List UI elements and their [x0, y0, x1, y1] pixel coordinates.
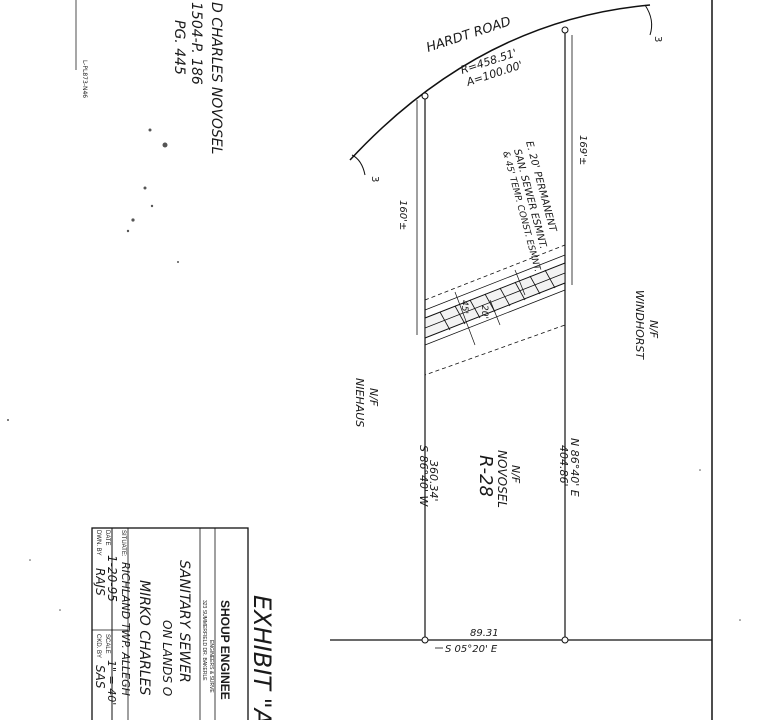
corner-marker	[421, 92, 429, 100]
hardt-road-curve	[349, 4, 651, 161]
temp-construction-easement	[424, 244, 566, 376]
grantor-line: D CHARLES NOVOSEL	[208, 2, 224, 154]
easement-20-label: 20'	[479, 305, 489, 319]
scale-value: 1" = 40'	[105, 660, 118, 705]
svg-text:N/F: N/F	[367, 388, 380, 407]
svg-text:N/F: N/F	[509, 465, 522, 484]
east-line-bearing: N 86°40' E	[568, 438, 581, 497]
road-end-tick-left	[351, 154, 366, 176]
svg-text:NOVOSEL: NOVOSEL	[495, 450, 509, 508]
parcel-label: N/F NOVOSEL R-28	[475, 450, 522, 508]
west-line-bearing: S 86°40' W	[417, 445, 430, 507]
checked-by-label: CKD. BY	[95, 634, 101, 658]
sheet-stamp: L-PL873-N46	[81, 60, 88, 98]
project-line-2: ON LANDS O	[160, 620, 174, 696]
scale-label: SCALE	[104, 634, 110, 654]
easement-note-leader	[514, 269, 526, 296]
owner-line: MIRKO CHARLES	[136, 580, 152, 695]
west-line-distance: 360.34'	[427, 460, 440, 502]
road-end-tick-right	[644, 4, 653, 36]
leader-45	[454, 291, 476, 346]
deed-reference: 1504-P. 186	[188, 2, 204, 85]
road-name: HARDT ROAD	[425, 14, 513, 55]
drawn-by-label: DWN. BY	[95, 530, 101, 556]
company-address: 323 SUMMERFIELD DR. BAKERLE	[201, 600, 207, 681]
west-neighbor: N/F NIEHAUS	[353, 378, 380, 427]
page-reference: PG. 445	[171, 20, 187, 75]
leader-20	[489, 299, 501, 326]
svg-text:N/F: N/F	[647, 320, 660, 339]
base-line-distance: 89.31	[470, 628, 499, 639]
east-line-distance: 404.86'	[557, 445, 570, 487]
drawn-by-value: RAJS	[93, 568, 107, 596]
svg-text:NIEHAUS: NIEHAUS	[353, 378, 366, 427]
east-neighbor: N/F WINDHORST	[633, 290, 660, 360]
title-block: SHOUP ENGINEE ENGINEERS & SURVE 323 SUMM…	[91, 527, 249, 720]
section-mark-right: 3	[652, 36, 663, 42]
left-offset-label: 160'±	[397, 200, 408, 230]
right-offset-label: 169'±	[577, 135, 588, 165]
section-mark-left: 3	[369, 176, 380, 182]
svg-text:WINDHORST: WINDHORST	[633, 290, 646, 360]
situate-label: SITUATE:	[120, 530, 126, 557]
company-name: SHOUP ENGINEE	[218, 600, 232, 700]
company-subtitle: ENGINEERS & SURVE	[208, 640, 214, 693]
project-line-1: SANITARY SEWER	[176, 560, 192, 683]
sewer-easement: 45' 20'	[424, 244, 566, 376]
situate-value: RICHLAND TWP. ALLEGH	[119, 562, 132, 696]
scan-noise	[7, 128, 741, 621]
easement-45-label: 45'	[459, 300, 469, 314]
easement-hatching	[424, 254, 566, 346]
easement-note: E. 20' PERMANENT SAN. SEWER ESMNT. & 45'…	[500, 140, 558, 273]
checked-by-value: SAS	[93, 665, 107, 689]
date-value: 1-20-95	[105, 555, 119, 602]
exhibit-label: EXHIBIT "A"	[248, 595, 276, 720]
corner-marker	[421, 636, 429, 644]
corner-marker	[561, 636, 569, 644]
svg-text:R-28: R-28	[475, 455, 496, 497]
base-line-bearing: S 05°20' E	[445, 644, 498, 655]
corner-marker	[561, 26, 569, 34]
grantor-notes: D CHARLES NOVOSEL 1504-P. 186 PG. 445	[171, 2, 224, 154]
date-label: DATE	[104, 530, 110, 546]
